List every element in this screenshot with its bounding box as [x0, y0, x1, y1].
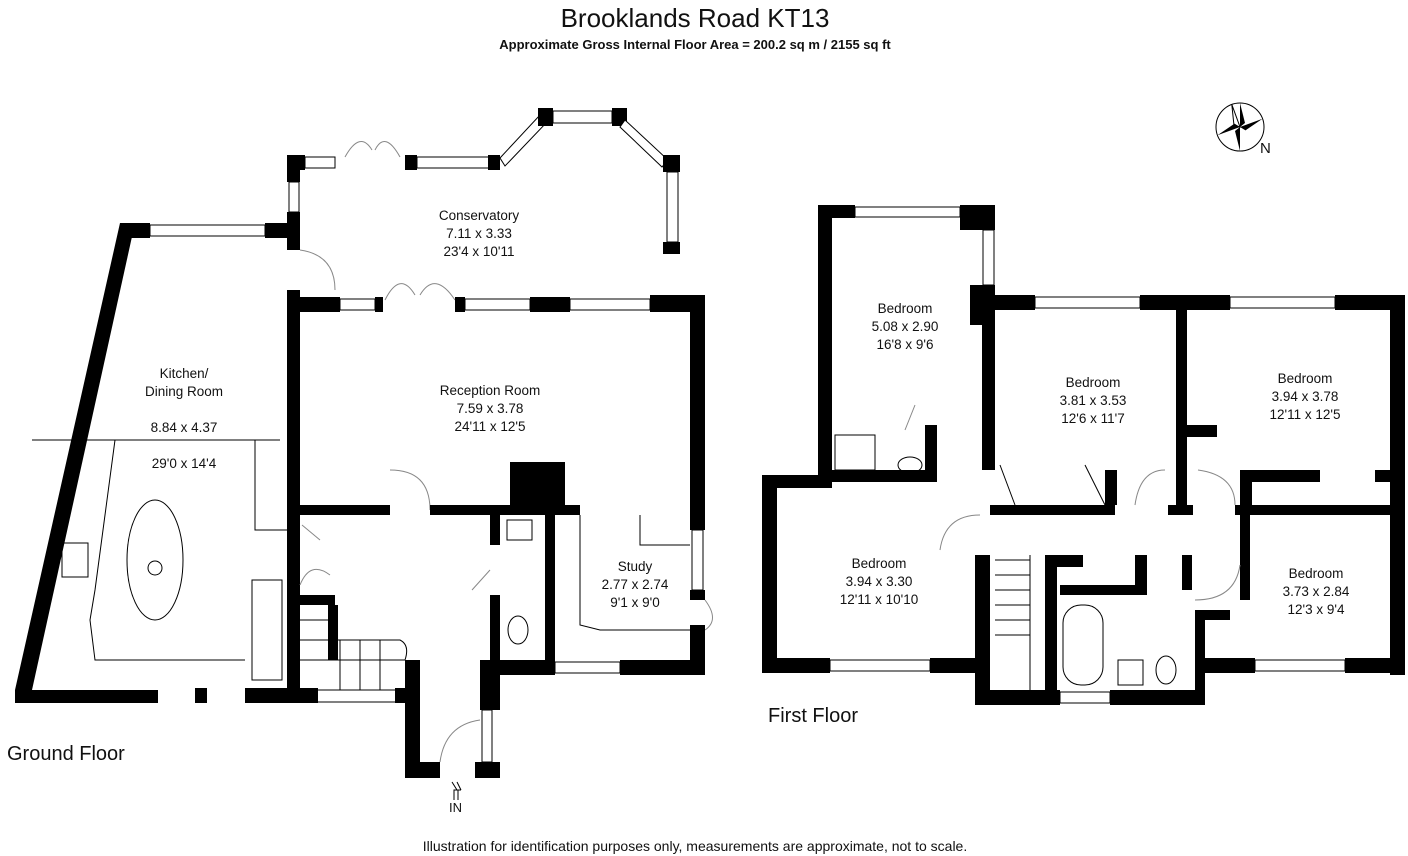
room-label-bedroom-4: Bedroom 3.94 x 3.30 12'11 x 10'10	[839, 556, 919, 607]
room-label-bedroom-1: Bedroom 5.08 x 2.90 16'8 x 9'6	[871, 301, 939, 352]
bath-icon	[1062, 604, 1104, 686]
toilet-icon	[507, 615, 529, 645]
toilet-icon	[897, 456, 923, 474]
compass-north-label: N	[1260, 140, 1271, 157]
shower-icon	[834, 434, 876, 471]
entrance-label: IN	[449, 800, 462, 815]
kitchen-island	[126, 499, 184, 621]
kitchen-outer-wall	[15, 223, 135, 703]
disclaimer-footer: Illustration for identification purposes…	[422, 838, 968, 854]
ground-floor-label: Ground Floor	[7, 743, 125, 765]
floor-area-subtitle: Approximate Gross Internal Floor Area = …	[499, 37, 891, 52]
window	[149, 224, 266, 237]
first-floor-label: First Floor	[768, 705, 858, 727]
room-label-reception: Reception Room 7.59 x 3.78 24'11 x 12'5	[439, 383, 541, 434]
chimney	[510, 462, 565, 512]
hob-icon	[61, 542, 89, 578]
room-label-bedroom-2: Bedroom 3.81 x 3.53 12'6 x 11'7	[1059, 375, 1127, 426]
sink-icon	[251, 579, 283, 681]
room-label-kitchen-dining: Kitchen/ Dining Room 8.84 x 4.37 29'0 x …	[144, 366, 224, 471]
compass-icon	[1215, 102, 1265, 152]
entrance-arrow-icon	[451, 781, 462, 800]
plan-title: Brooklands Road KT13	[560, 3, 830, 33]
first-floor-walls	[762, 205, 1405, 705]
room-label-conservatory: Conservatory 7.11 x 3.33 23'4 x 10'11	[438, 208, 520, 259]
ground-floor-walls	[15, 108, 713, 778]
room-label-bedroom-3: Bedroom 3.94 x 3.78 12'11 x 12'5	[1269, 371, 1341, 422]
room-label-bedroom-5: Bedroom 3.73 x 2.84 12'3 x 9'4	[1282, 566, 1350, 617]
room-label-study: Study 2.77 x 2.74 9'1 x 9'0	[601, 559, 669, 610]
